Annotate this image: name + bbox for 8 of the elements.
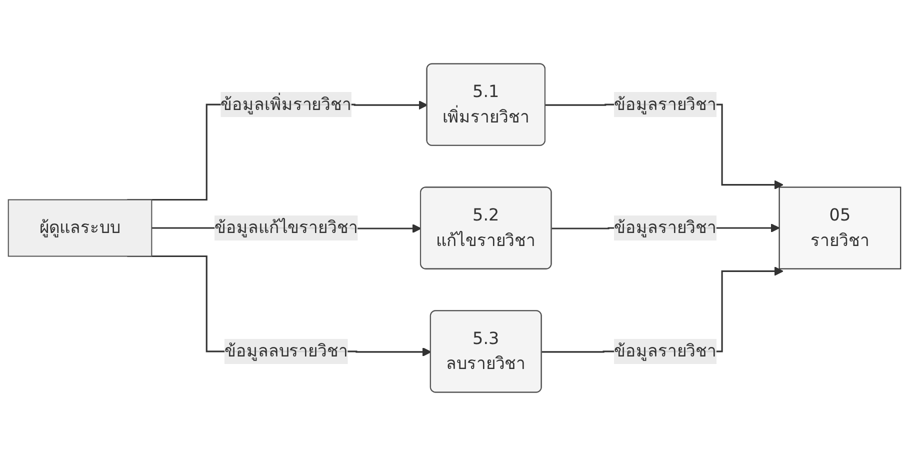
node-box: 05 รายวิชา xyxy=(778,186,902,270)
node-box: ผู้ดูแลระบบ xyxy=(8,199,152,257)
edge-label: ข้อมูลเพิ่มรายวิชา xyxy=(220,94,352,114)
edge-label: ข้อมูลแก้ไขรายวิชา xyxy=(214,218,358,238)
edge-label: ข้อมูลรายวิชา xyxy=(614,94,717,114)
edge-label: ข้อมูลรายวิชา xyxy=(614,218,717,238)
edge-label: ข้อมูลรายวิชา xyxy=(614,340,717,361)
edge-label: ข้อมูลลบรายวิชา xyxy=(224,340,348,361)
